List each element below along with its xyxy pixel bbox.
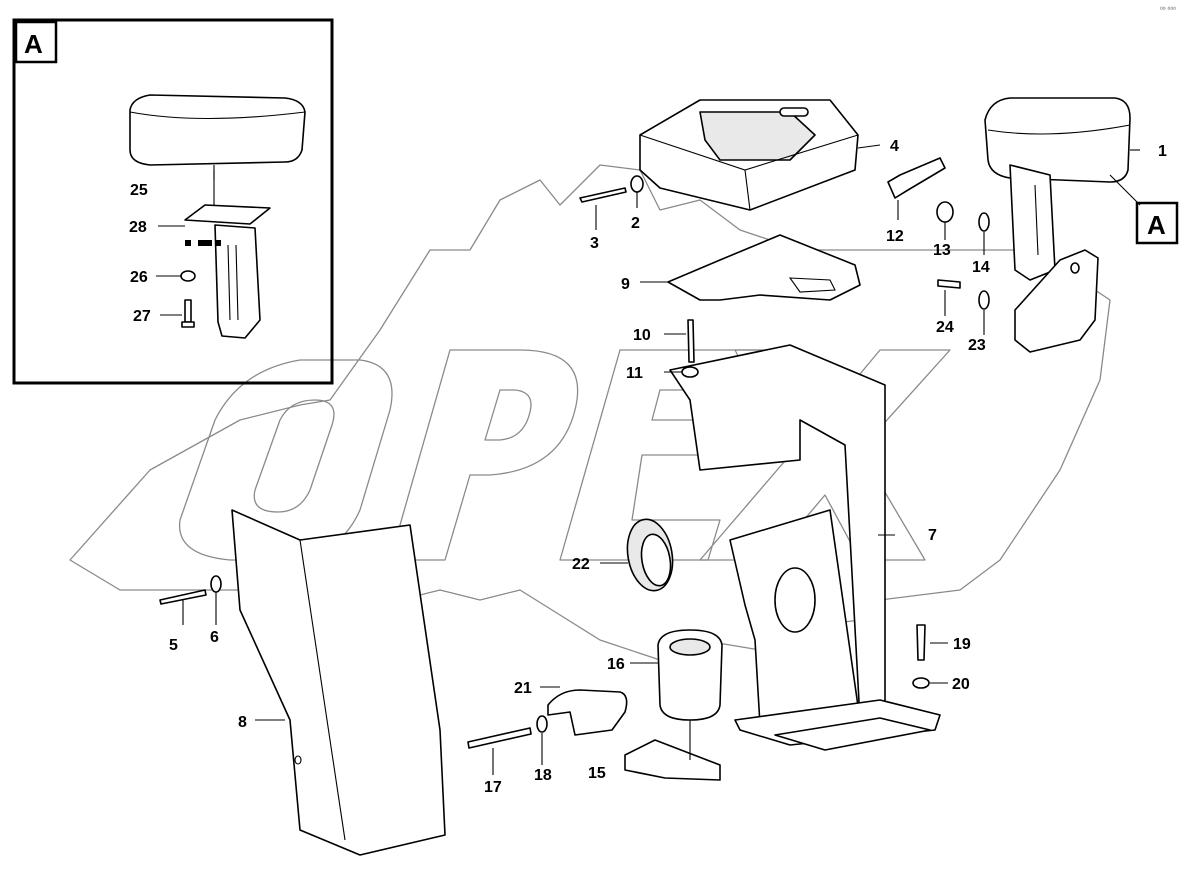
main-bracket-7 <box>669 344 886 721</box>
callout-5: 5 <box>169 637 178 654</box>
corner-mark: ⁰⁰ ⁰⁰⁰ <box>1160 6 1176 14</box>
mounting-plate-9 <box>667 234 861 301</box>
bushing-13 <box>936 201 954 223</box>
lever-12 <box>887 157 946 199</box>
washer-6 <box>210 575 222 593</box>
callout-7: 7 <box>928 527 937 544</box>
washer-20 <box>912 677 930 689</box>
washer-14 <box>978 212 990 232</box>
washer-26 <box>180 270 196 282</box>
detail-view-a-label: A <box>24 29 43 59</box>
callout-21: 21 <box>514 680 532 697</box>
bolt-5 <box>159 589 207 605</box>
washer-23 <box>978 290 990 310</box>
callout-4: 4 <box>890 138 899 155</box>
callout-26: 26 <box>130 269 148 286</box>
callout-27: 27 <box>133 308 151 325</box>
callout-25: 25 <box>130 182 148 199</box>
screw-3 <box>579 187 627 203</box>
callout-23: 23 <box>968 337 986 354</box>
bolt-17 <box>467 727 532 749</box>
armrest-cushion-25 <box>129 94 306 166</box>
callout-26-28: 28 <box>129 219 147 236</box>
callout-17: 17 <box>484 779 502 796</box>
bolt-10 <box>687 319 695 363</box>
callout-18: 18 <box>534 767 552 784</box>
washer-11 <box>681 366 699 378</box>
clamp-21 <box>547 689 628 736</box>
callout-3: 3 <box>590 235 599 252</box>
callout-24: 24 <box>936 319 954 336</box>
callout-10: 10 <box>633 327 651 344</box>
leader-lines <box>156 144 1140 775</box>
spacer-plate-15 <box>624 739 721 781</box>
callout-22: 22 <box>572 556 590 573</box>
callout-2: 2 <box>631 215 640 232</box>
bolt-24 <box>937 279 961 289</box>
washer-2 <box>630 175 644 193</box>
base-flange <box>774 717 931 751</box>
bracket-28 <box>184 204 271 225</box>
callout-1: 1 <box>1158 143 1167 160</box>
callout-6: 6 <box>210 629 219 646</box>
callouts: 1 2 3 4 5 6 7 8 9 10 11 12 13 14 15 16 1… <box>129 138 1167 796</box>
callout-15: 15 <box>588 765 606 782</box>
callout-16: 16 <box>607 656 625 673</box>
bolt-19 <box>916 624 926 661</box>
detail-view-a-label-box <box>14 20 58 64</box>
callout-19: 19 <box>953 636 971 653</box>
callout-13: 13 <box>933 242 951 259</box>
washer-18 <box>536 715 548 733</box>
callout-11: 11 <box>626 365 643 382</box>
side-bracket-23 <box>1014 249 1099 353</box>
screw-27 <box>184 299 192 323</box>
detail-reference-tag-a-label: A <box>1147 210 1166 240</box>
cover-panel-8 <box>231 509 446 856</box>
callout-20: 20 <box>952 676 970 693</box>
armrest-1 <box>984 97 1131 183</box>
callout-8: 8 <box>238 714 247 731</box>
callout-14: 14 <box>972 259 990 276</box>
main-assembly: A <box>159 97 1179 856</box>
callout-12: 12 <box>886 228 904 245</box>
callout-9: 9 <box>621 276 630 293</box>
detail-reference-tag-a <box>1135 201 1179 245</box>
detail-view-a: A <box>12 18 334 385</box>
